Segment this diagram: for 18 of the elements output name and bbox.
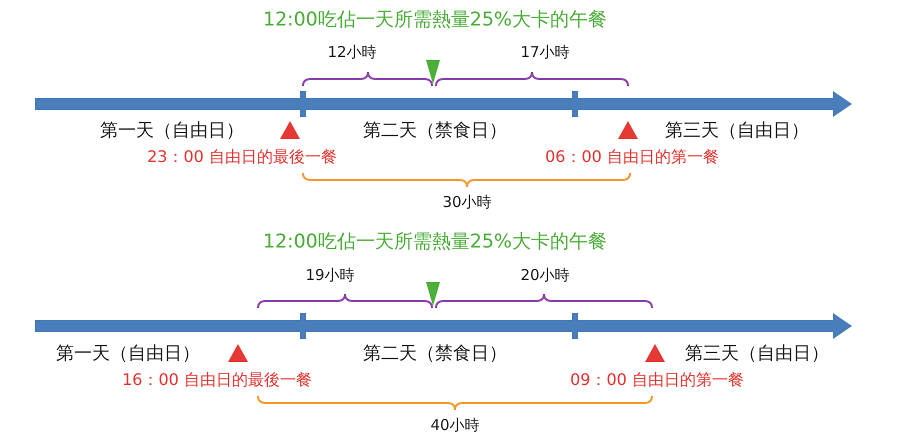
- meal-time-label: 16：00 自由日的最後一餐: [122, 371, 312, 389]
- meal-time-label: 23：00 自由日的最後一餐: [147, 148, 337, 166]
- day-label: 第一天（自由日）: [56, 344, 200, 364]
- duration-label: 20小時: [520, 266, 570, 284]
- meal-time-label: 09：00 自由日的第一餐: [570, 371, 744, 389]
- duration-label: 30小時: [442, 194, 492, 210]
- day-label: 第二天（禁食日）: [363, 344, 507, 364]
- duration-label: 12小時: [327, 44, 377, 60]
- meal-note: 12:00吃佔一天所需熱量25%大卡的午餐: [263, 232, 607, 252]
- day-label: 第二天（禁食日）: [363, 121, 507, 141]
- meal-note: 12:00吃佔一天所需熱量25%大卡的午餐: [263, 10, 607, 30]
- day-label: 第一天（自由日）: [100, 121, 244, 141]
- duration-label: 40小時: [430, 416, 480, 434]
- day-label: 第三天（自由日）: [665, 121, 809, 141]
- duration-label: 19小時: [305, 266, 355, 284]
- meal-time-label: 06：00 自由日的第一餐: [545, 148, 719, 166]
- day-label: 第三天（自由日）: [685, 344, 829, 364]
- duration-label: 17小時: [520, 44, 570, 60]
